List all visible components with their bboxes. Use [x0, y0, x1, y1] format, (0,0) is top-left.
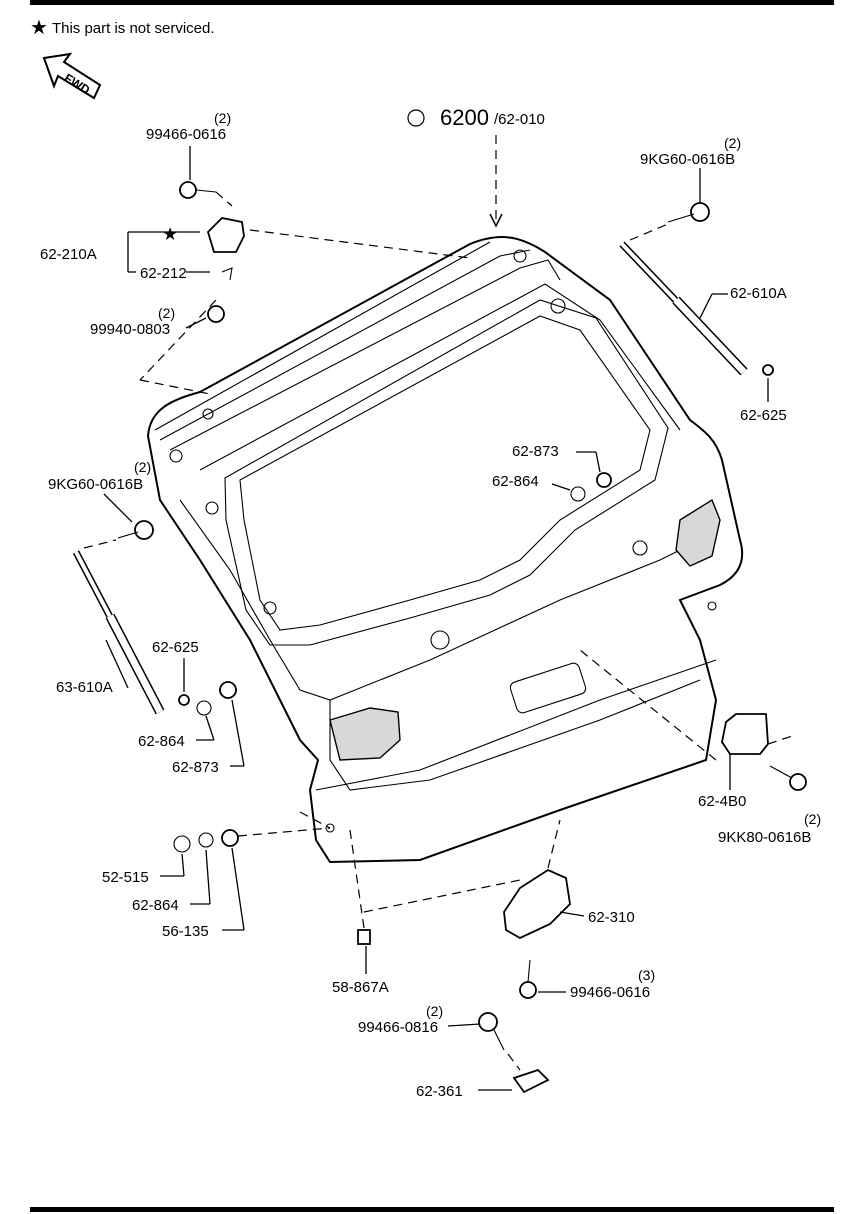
callout-part-number: 62-625 — [152, 639, 199, 656]
callout-part-number: 9KG60-0616B — [640, 151, 735, 168]
bottom-border-rule — [30, 1207, 834, 1212]
latch-bracket — [579, 649, 807, 791]
callout-qty: (3) — [638, 967, 655, 983]
callout-part-number: 99940-0803 — [90, 321, 170, 338]
callout-part-number: 62-864 — [138, 733, 185, 750]
callout-qty: (2) — [134, 459, 151, 475]
callout-part-number: 63-610A — [56, 679, 113, 696]
handle-switch — [478, 1012, 550, 1094]
main-part-ref: /62-010 — [494, 111, 545, 128]
callout-part-number: 99466-0616 — [570, 984, 650, 1001]
hinge-assembly — [139, 181, 471, 395]
callout-leaders — [103, 146, 769, 1091]
left-gas-strut — [72, 520, 190, 715]
callout-qty: (2) — [426, 1003, 443, 1019]
callout-part-number: 62-625 — [740, 407, 787, 424]
callout-part-number: 62-864 — [132, 897, 179, 914]
callout-part-number: 62-873 — [172, 759, 219, 776]
plug-icon — [196, 700, 212, 716]
plug-icon — [198, 832, 214, 848]
clip-icon — [357, 929, 371, 945]
main-part-number-text: 6200 — [440, 105, 489, 130]
callout-labels: (2) 99466-0616 (2) 9KG60-0616B 62-210A 6… — [40, 110, 821, 1100]
plug-icon — [570, 486, 586, 502]
not-serviced-note: ★ This part is not serviced. — [30, 18, 215, 38]
callout-part-number: 62-610A — [730, 285, 787, 302]
top-border-rule — [30, 0, 834, 5]
star-icon: ★ — [162, 224, 178, 244]
callout-part-number: 9KG60-0616B — [48, 476, 143, 493]
not-serviced-note-text: This part is not serviced. — [51, 19, 215, 37]
liftgate-body — [146, 236, 744, 864]
callout-part-number: 99466-0616 — [146, 126, 226, 143]
callout-part-number: 62-210A — [40, 246, 97, 263]
right-gas-strut — [619, 202, 774, 376]
callout-qty: (2) — [724, 135, 741, 151]
callout-part-number: 62-864 — [492, 473, 539, 490]
stopper-icon — [596, 472, 612, 488]
callout-qty: (2) — [158, 305, 175, 321]
bolt-icon — [179, 181, 197, 199]
callout-qty: (2) — [804, 811, 821, 827]
stopper-icon — [221, 829, 239, 847]
main-part-number: 6200 /62-010 — [407, 105, 545, 228]
stopper-icon — [219, 681, 237, 699]
callout-part-number: 62-4B0 — [698, 793, 746, 810]
plug-icon — [173, 835, 191, 853]
callout-part-number: 62-873 — [512, 443, 559, 460]
callout-qty: (2) — [214, 110, 231, 126]
callout-part-number: 56-135 — [162, 923, 209, 940]
callout-part-number: 62-310 — [588, 909, 635, 926]
callout-part-number: 58-867A — [332, 979, 389, 996]
star-icon: ★ — [30, 17, 48, 39]
callout-part-number: 62-212 — [140, 265, 187, 282]
callout-part-number: 99466-0816 — [358, 1019, 438, 1036]
callout-part-number: 52-515 — [102, 869, 149, 886]
fwd-arrow-icon: FWD — [42, 52, 102, 100]
lock-actuator — [503, 819, 571, 999]
callout-part-number: 62-361 — [416, 1083, 463, 1100]
callout-part-number: 9KK80-0616B — [718, 829, 811, 846]
